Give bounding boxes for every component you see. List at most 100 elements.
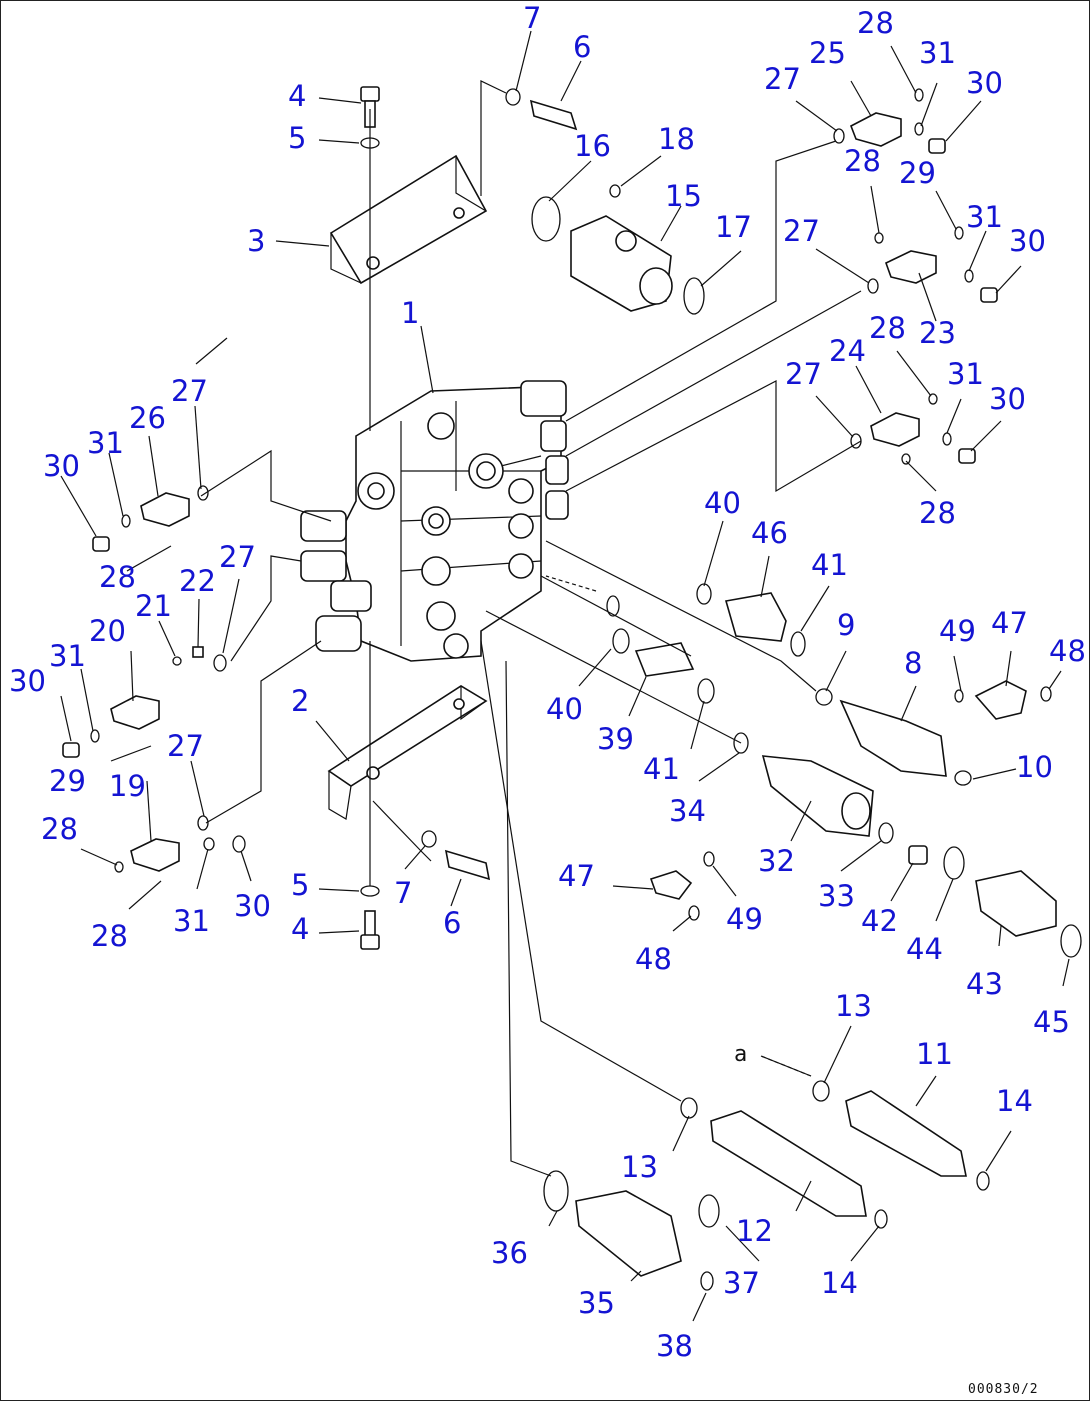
callout-6-top: 6 (573, 30, 591, 64)
callout-31-d: 31 (87, 426, 124, 460)
callout-4-top: 4 (288, 79, 306, 113)
callout-49-a: 49 (939, 614, 976, 648)
callout-45: 45 (1033, 1005, 1070, 1039)
fitting-47-top (954, 680, 1052, 720)
callout-30-a: 30 (966, 66, 1003, 100)
callout-9: 9 (837, 608, 855, 642)
callout-5-bottom: 5 (291, 868, 309, 902)
callout-31-b: 31 (966, 200, 1003, 234)
callout-43: 43 (966, 967, 1003, 1001)
callout-30-e: 30 (9, 664, 46, 698)
callout-28-e: 28 (99, 560, 136, 594)
callout-42: 42 (861, 904, 898, 938)
fitting-43 (878, 822, 1082, 958)
callout-32: 32 (758, 844, 795, 878)
callout-41-a: 41 (811, 548, 848, 582)
bolt-bottom (360, 885, 380, 950)
callout-34: 34 (669, 794, 706, 828)
callout-30-b: 30 (1009, 224, 1046, 258)
callout-labels: 4 5 3 1 2 5 4 7 6 7 6 16 18 15 17 28 25 … (9, 1, 1086, 1363)
callout-6-bottom: 6 (443, 906, 461, 940)
callout-28-c: 28 (869, 311, 906, 345)
mounting-bracket-bottom (327, 685, 488, 820)
callout-28-b: 28 (844, 144, 881, 178)
callout-27-c: 27 (785, 357, 822, 391)
elbow-fitting-26 (92, 485, 209, 552)
elbow-fitting-24 (850, 393, 976, 465)
fitting-39 (606, 595, 715, 704)
callout-29-a: 29 (899, 156, 936, 190)
callout-30-c: 30 (989, 382, 1026, 416)
callout-30-f: 30 (234, 889, 271, 923)
callout-16: 16 (574, 129, 611, 163)
callout-33: 33 (818, 879, 855, 913)
callout-24: 24 (829, 334, 866, 368)
fitting-32 (733, 732, 874, 837)
callout-31-c: 31 (947, 357, 984, 391)
callout-13-a: 13 (835, 989, 872, 1023)
relief-valve-15 (531, 184, 705, 315)
callout-11: 11 (916, 1037, 953, 1071)
drawing-reference-code: 000830/2 (968, 1382, 1039, 1397)
callout-37: 37 (723, 1266, 760, 1300)
tube-11 (812, 1080, 990, 1191)
fitting-46 (696, 583, 806, 657)
elbow-fitting-19 (114, 815, 246, 873)
callout-17: 17 (715, 210, 752, 244)
callout-39: 39 (597, 722, 634, 756)
callout-31-f: 31 (173, 904, 210, 938)
callout-2: 2 (291, 684, 309, 718)
fitting-8 (815, 688, 972, 786)
callout-31-a: 31 (919, 36, 956, 70)
callout-28-g: 28 (91, 919, 128, 953)
callout-27-f: 27 (167, 729, 204, 763)
tube-12 (680, 1097, 888, 1229)
callout-25: 25 (809, 36, 846, 70)
callout-19: 19 (109, 769, 146, 803)
callout-pointers (60, 30, 1070, 1322)
callout-38: 38 (656, 1329, 693, 1363)
flow-marker-label: a (734, 1042, 748, 1067)
callout-28-d: 28 (919, 496, 956, 530)
callout-18: 18 (658, 122, 695, 156)
callout-46: 46 (751, 516, 788, 550)
callout-47-b: 47 (558, 859, 595, 893)
pin-bottom (421, 830, 491, 881)
callout-28-f: 28 (41, 812, 78, 846)
callout-22: 22 (179, 564, 216, 598)
callout-31-e: 31 (49, 639, 86, 673)
callout-44: 44 (906, 932, 943, 966)
callout-5-top: 5 (288, 121, 306, 155)
callout-27-a: 27 (764, 62, 801, 96)
callout-40-a: 40 (704, 486, 741, 520)
callout-48-a: 48 (1049, 634, 1086, 668)
callout-36: 36 (491, 1236, 528, 1270)
callout-12: 12 (736, 1214, 773, 1248)
callout-27-b: 27 (783, 214, 820, 248)
callout-35: 35 (578, 1286, 615, 1320)
elbow-fitting-20 (62, 646, 227, 758)
callout-1: 1 (401, 296, 419, 330)
callout-4-bottom: 4 (291, 912, 309, 946)
callout-47-a: 47 (991, 606, 1028, 640)
callout-15: 15 (665, 179, 702, 213)
callout-7-top: 7 (523, 1, 541, 35)
pin-top (505, 88, 578, 131)
callout-7-bottom: 7 (394, 876, 412, 910)
callout-14-b: 14 (821, 1266, 858, 1300)
leader-lines (200, 80, 862, 1177)
valve-35 (543, 1170, 720, 1291)
callout-30-d: 30 (43, 449, 80, 483)
fitting-47-mid (649, 851, 715, 921)
callout-23: 23 (919, 316, 956, 350)
elbow-fitting-25 (833, 88, 946, 154)
mounting-bracket-top (329, 154, 488, 285)
elbow-fitting-23 (867, 226, 998, 303)
callout-20: 20 (89, 614, 126, 648)
callout-27-d: 27 (171, 374, 208, 408)
callout-29-b: 29 (49, 764, 86, 798)
callout-3: 3 (247, 224, 265, 258)
callout-26: 26 (129, 401, 166, 435)
